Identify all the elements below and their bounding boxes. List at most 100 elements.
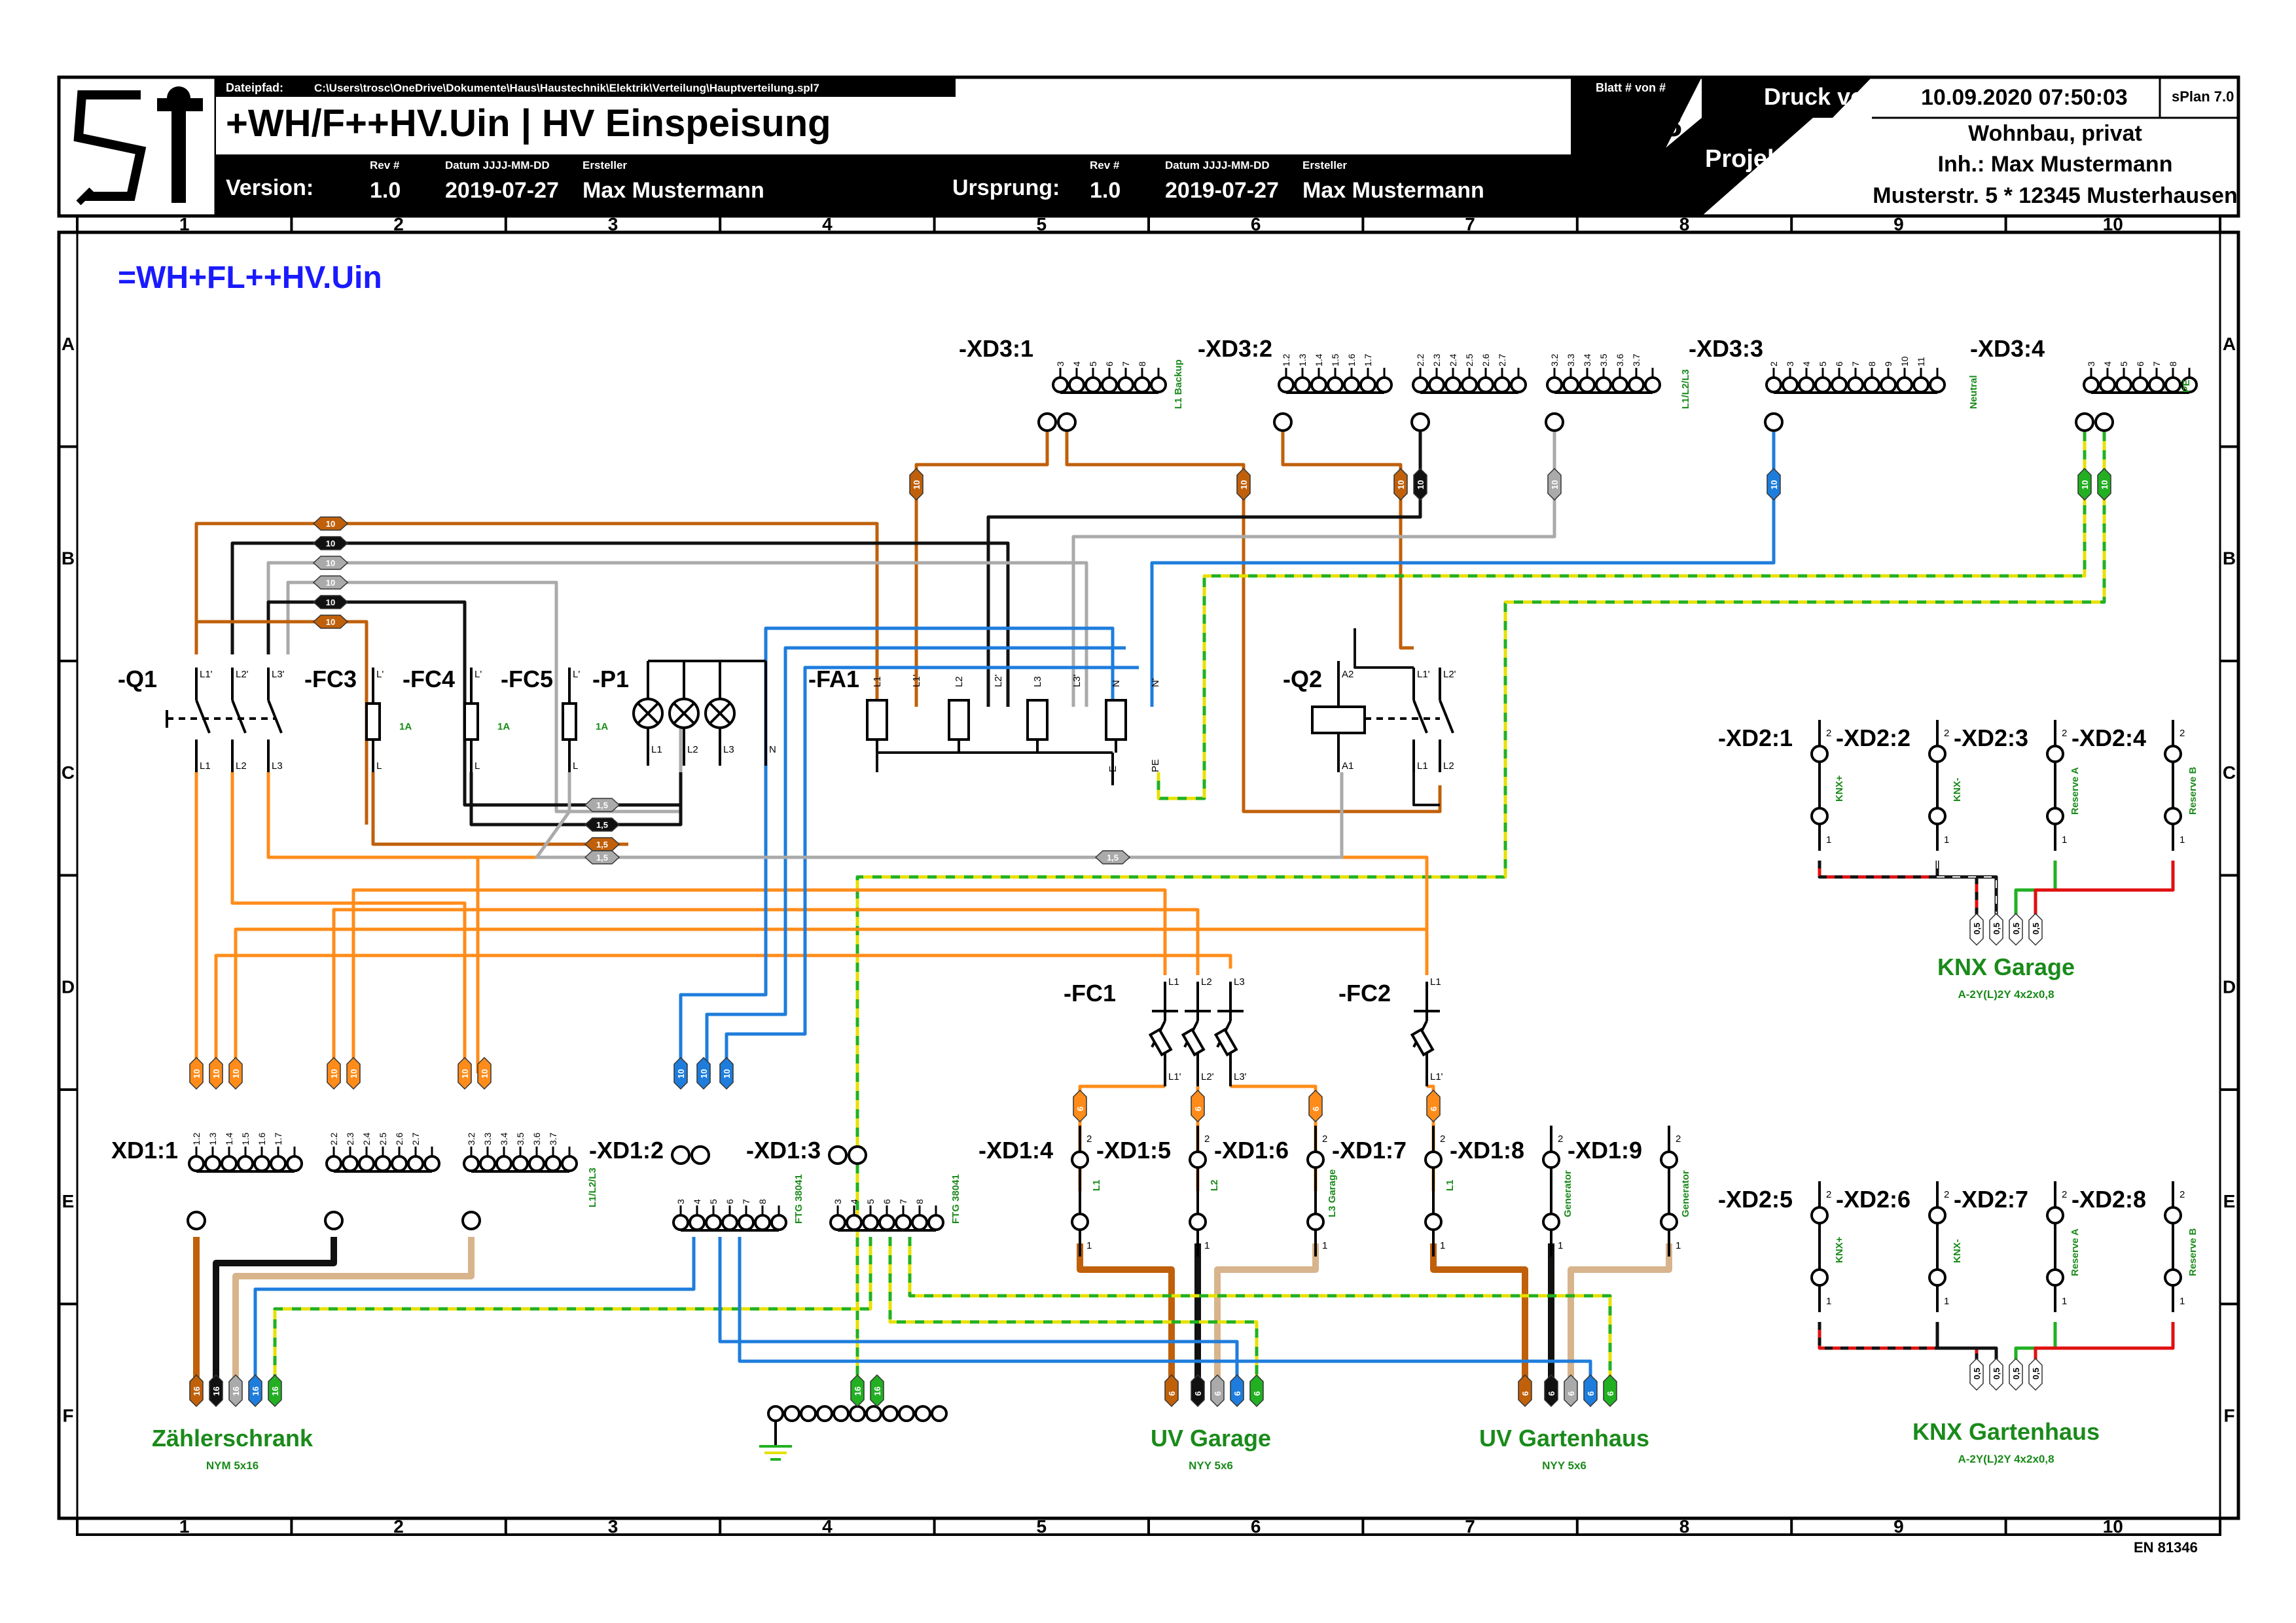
svg-text:10: 10 [326, 597, 335, 607]
control-wire-tag: 1,5 [584, 850, 620, 865]
svg-text:L3': L3' [1234, 1071, 1247, 1082]
svg-text:2.4: 2.4 [361, 1132, 372, 1145]
svg-text:2.2: 2.2 [1415, 353, 1426, 366]
svg-text:L1': L1' [1168, 1071, 1181, 1082]
xd2-4-label: -XD2:4 [2072, 724, 2146, 751]
svg-text:10: 10 [326, 558, 335, 568]
wire-tag: 10 [312, 516, 349, 531]
svg-text:6: 6 [725, 1199, 735, 1204]
grid-row-label: F [2223, 1406, 2234, 1426]
svg-text:3.2: 3.2 [466, 1132, 476, 1145]
knx-wire-tag: 0,5 [2028, 912, 2043, 946]
grid-row-label: B [62, 548, 75, 569]
q2-contactor [1311, 661, 1454, 772]
svg-text:L: L [475, 760, 480, 772]
svg-text:10: 10 [1396, 480, 1406, 490]
svg-text:10: 10 [326, 539, 335, 548]
svg-text:10: 10 [2080, 480, 2090, 490]
logo [57, 75, 218, 218]
wire-tag: 10 [477, 1056, 492, 1090]
svg-text:0,5: 0,5 [2011, 923, 2021, 935]
svg-text:6: 6 [1547, 1391, 1556, 1396]
svg-text:N: N [769, 744, 776, 755]
svg-text:A2: A2 [1342, 669, 1354, 680]
origin-label: Ursprung: [952, 175, 1060, 200]
svg-text:1: 1 [1322, 1240, 1327, 1251]
xd1-1-pin-3 [461, 1211, 481, 1230]
ground-icon [759, 1420, 792, 1461]
garten-wire-tag: 6 [1583, 1374, 1598, 1408]
grid-row-label: A [2223, 334, 2236, 354]
xd3-2-note: L1/L2/L3 [1680, 369, 1691, 409]
xd3-3-label: -XD3:3 [1689, 335, 1763, 362]
svg-text:1: 1 [2062, 834, 2067, 846]
print-date: 10.09.2020 07:50:03 [1921, 85, 2128, 110]
xd3-3-pin-1 [1764, 412, 1784, 432]
page-title: +WH/F++HV.Uin | HV Einspeisung [226, 102, 831, 145]
svg-text:1.2: 1.2 [191, 1132, 202, 1145]
knx-terminal-note: KNX+ [1834, 1236, 1845, 1263]
grid-col-label: 3 [608, 214, 619, 234]
pe-wire-tag: 16 [870, 1374, 884, 1408]
svg-text:0,5: 0,5 [2031, 923, 2041, 935]
svg-text:3.4: 3.4 [499, 1132, 509, 1145]
wire-tag: 10 [2077, 467, 2092, 501]
wire-tag: 10 [719, 1056, 734, 1090]
svg-text:2.5: 2.5 [378, 1132, 388, 1145]
svg-text:L1': L1' [1430, 1071, 1443, 1082]
svg-text:0,5: 0,5 [2031, 1368, 2041, 1380]
svg-text:6: 6 [1232, 1391, 1242, 1396]
grid-col-label: 6 [1251, 214, 1261, 234]
grid-row-label: A [62, 334, 75, 354]
svg-text:1.4: 1.4 [224, 1132, 234, 1145]
sheet-number: 2 / 18 [1597, 106, 1682, 144]
project-line-1: Wohnbau, privat [1968, 121, 2142, 146]
xd1-7-terminal: 21 [1424, 1126, 1445, 1257]
wire-tag: 10 [909, 467, 924, 501]
wire-tag: 6 [1426, 1089, 1441, 1123]
svg-text:2: 2 [1944, 1189, 1949, 1200]
feed-wire-tag: 16 [228, 1374, 243, 1408]
svg-text:10: 10 [460, 1069, 470, 1079]
svg-text:0,5: 0,5 [1972, 923, 1982, 935]
control-wire-tag: 1,5 [584, 817, 620, 832]
svg-text:L': L' [475, 669, 482, 680]
svg-text:0,5: 0,5 [1992, 923, 2001, 935]
q1-label: -Q1 [118, 666, 157, 692]
svg-text:0,5: 0,5 [2011, 1368, 2021, 1380]
svg-text:L1: L1 [872, 676, 883, 687]
location-label: =WH+FL++HV.Uin [118, 260, 382, 295]
svg-text:3.6: 3.6 [1615, 353, 1625, 366]
wire-tag: 10 [1236, 467, 1251, 501]
wire-tag: 10 [1547, 467, 1562, 501]
svg-text:4: 4 [2102, 361, 2113, 366]
svg-text:1: 1 [1944, 834, 1949, 846]
knx-terminal-note: KNX+ [1834, 775, 1845, 802]
svg-text:16: 16 [231, 1387, 241, 1396]
svg-text:N: N [1111, 680, 1122, 687]
svg-text:2: 2 [1944, 728, 1949, 739]
wire-tag: 10 [312, 536, 349, 550]
dest-zahlerschrank-cable: NYM 5x16 [206, 1459, 259, 1472]
svg-text:8: 8 [1137, 361, 1147, 366]
xd2-6-label: -XD2:6 [1836, 1186, 1910, 1213]
svg-text:3.5: 3.5 [1598, 353, 1609, 366]
svg-text:1.3: 1.3 [1297, 353, 1308, 366]
svg-text:16: 16 [270, 1387, 280, 1396]
svg-text:3.4: 3.4 [1582, 353, 1592, 366]
svg-text:1: 1 [1826, 1296, 1831, 1307]
svg-text:10: 10 [676, 1069, 686, 1079]
svg-text:2.7: 2.7 [1497, 353, 1507, 366]
svg-text:2: 2 [2179, 728, 2185, 739]
svg-text:7: 7 [2151, 361, 2162, 366]
xd1-3-pin-1 [828, 1145, 848, 1165]
xd1-1-pin-1 [187, 1211, 206, 1230]
svg-text:1.7: 1.7 [1363, 353, 1373, 366]
svg-text:L3: L3 [272, 760, 283, 772]
control-wire-tag: 1,5 [584, 837, 620, 851]
svg-text:6: 6 [1167, 1391, 1177, 1396]
